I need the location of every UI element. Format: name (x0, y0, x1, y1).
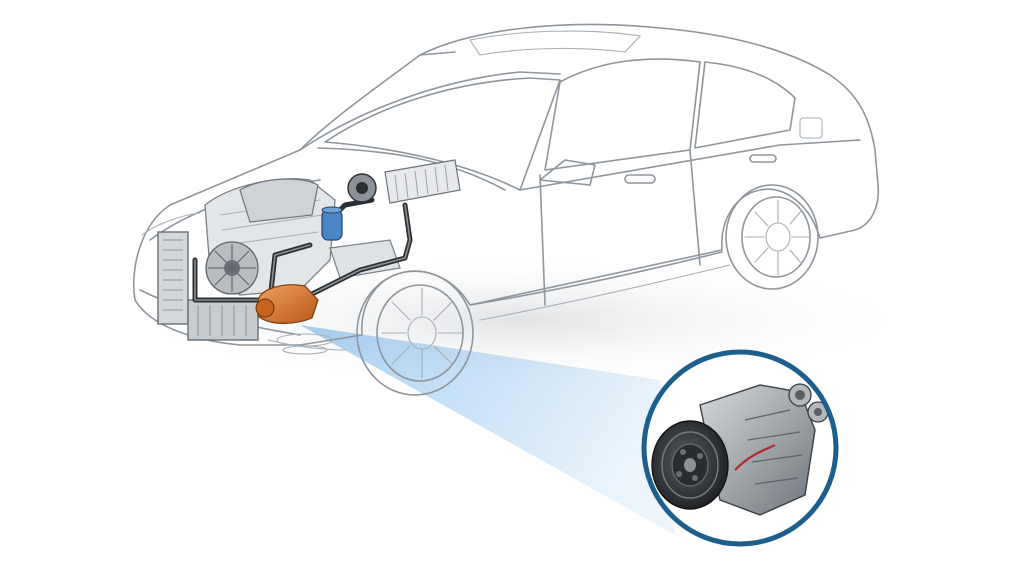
front-wheel (356, 270, 474, 396)
engine-bay (204, 178, 401, 296)
callout-circle (641, 349, 839, 547)
condenser (157, 231, 259, 341)
compressor-zoom-icon (651, 383, 829, 516)
callout-beam (300, 325, 675, 535)
evaporator (384, 159, 461, 204)
receiver-drier (321, 206, 343, 241)
ac-compressor-highlight (255, 284, 319, 324)
rear-wheel (725, 184, 819, 290)
expansion-valve (347, 173, 377, 203)
